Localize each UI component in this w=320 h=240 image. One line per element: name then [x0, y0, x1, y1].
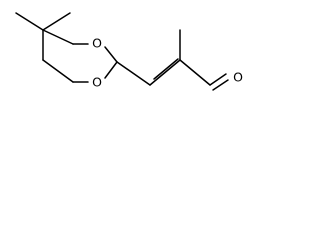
- double-bond-inner: [153, 58, 179, 80]
- methyl-bond-right: [42, 12, 71, 31]
- methyl-bond-left: [15, 12, 44, 31]
- carbonyl-bond-outer: [209, 73, 227, 86]
- ring-bond-o3-c2: [104, 46, 118, 63]
- chemical-structure: O O O: [15, 12, 243, 91]
- carbonyl-bond-inner: [212, 79, 229, 91]
- ring-bond-c6-c5: [42, 59, 74, 83]
- ring-oxygen-bottom-label: O: [92, 75, 102, 90]
- chain-bond-c-cho: [179, 59, 211, 86]
- chain-bond-c2-ch: [116, 61, 151, 86]
- aldehyde-oxygen-label: O: [233, 70, 243, 85]
- ring-bond-c2-o1: [104, 61, 118, 79]
- ring-bond-c5-c4: [42, 29, 74, 45]
- ring-oxygen-top-label: O: [92, 36, 102, 51]
- double-bond-outer: [149, 59, 181, 86]
